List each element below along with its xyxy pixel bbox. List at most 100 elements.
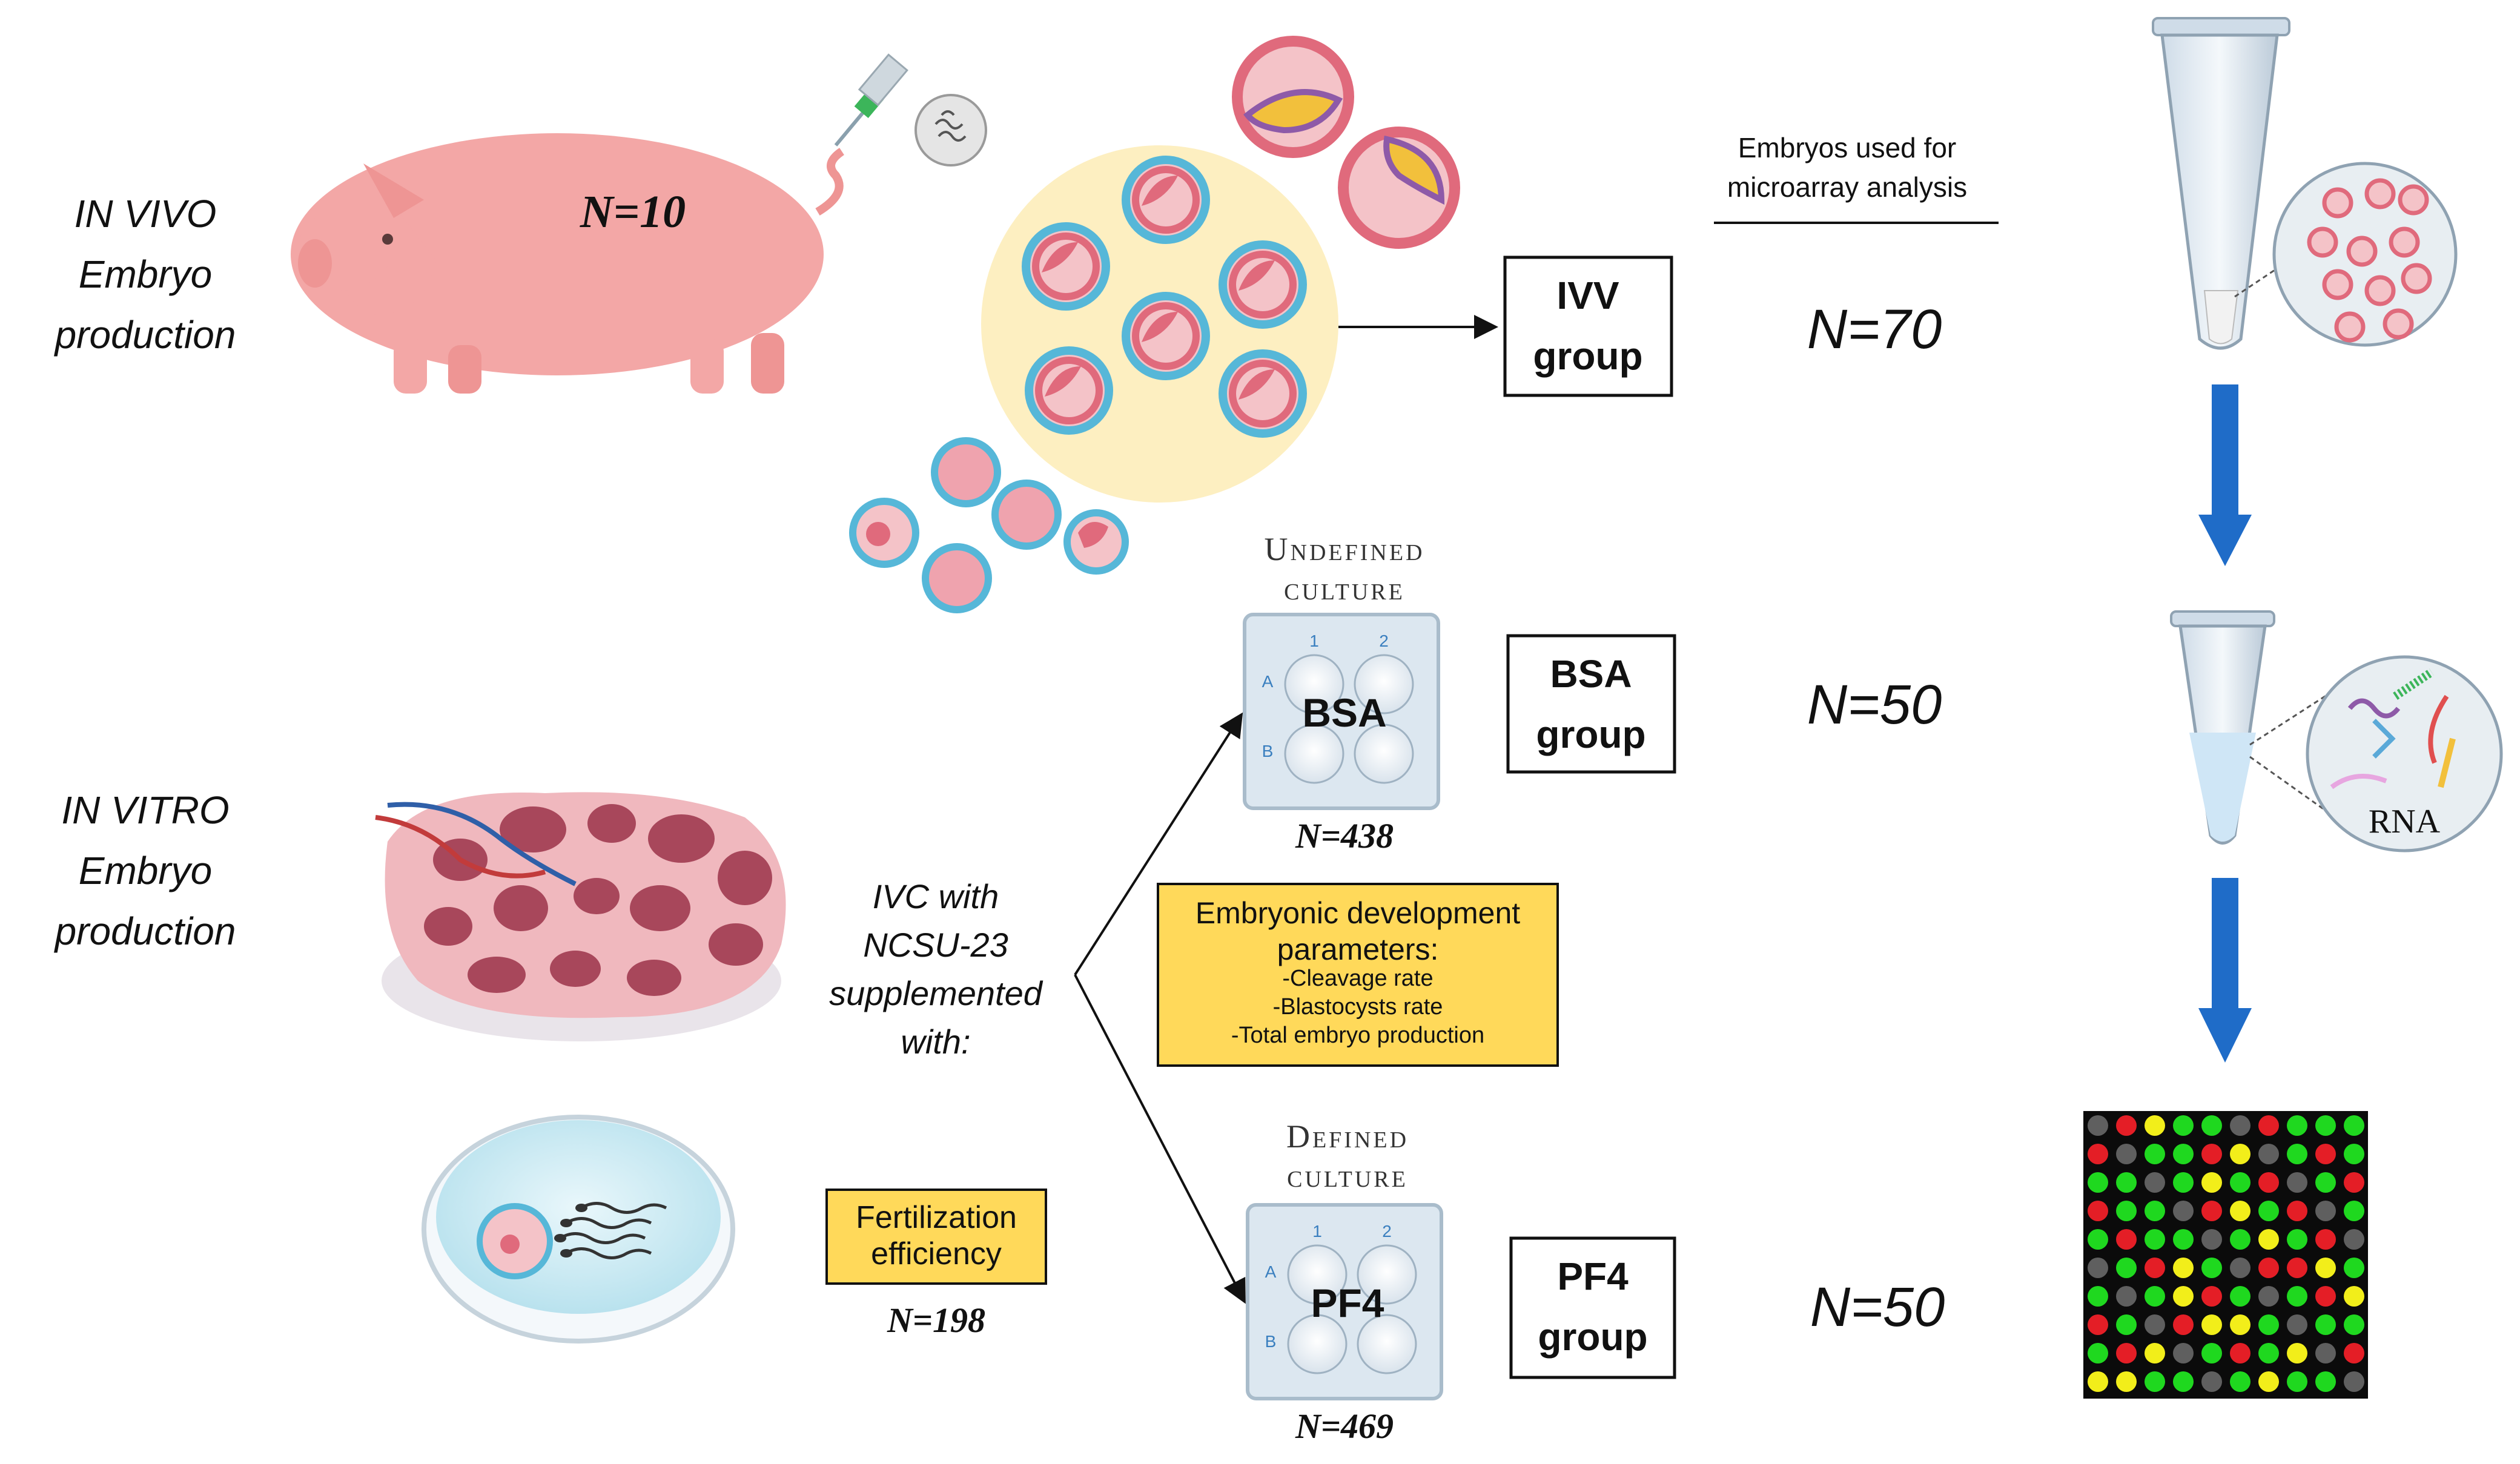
bsa-group-box: BSA group — [1506, 634, 1676, 774]
microarray-spot — [2344, 1144, 2364, 1164]
microarray-spot — [2116, 1286, 2137, 1307]
ivc-line-4: with: — [901, 1023, 970, 1061]
microarray-spot — [2315, 1144, 2336, 1164]
microarray-spot — [2344, 1172, 2364, 1193]
undefined-caption-line-1: Undefined — [1265, 531, 1425, 567]
microarray-spot — [2116, 1144, 2137, 1164]
microarray-spot — [2287, 1144, 2307, 1164]
tube-embryo-3 — [2398, 184, 2429, 216]
microarray-header: Embryos used for microarray analysis — [1714, 132, 1999, 224]
blastocyst-4 — [1122, 292, 1210, 380]
microarray-spot — [2145, 1201, 2165, 1221]
microarray-spot — [2088, 1115, 2108, 1136]
microarray-spot — [2116, 1115, 2137, 1136]
fertilization-efficiency-box: Fertilization efficiency — [825, 1189, 1047, 1285]
tube-embryo-9 — [2401, 263, 2432, 294]
flow-arrow-1 — [2198, 384, 2252, 566]
microarray-spot — [2145, 1144, 2165, 1164]
microarray-spot — [2088, 1343, 2108, 1363]
microarray-spot — [2287, 1258, 2307, 1278]
pig-illustration: N=10 — [291, 133, 845, 394]
ivv-count: N=70 — [1807, 298, 1942, 360]
pf4-group-line-1: PF4 — [1557, 1255, 1629, 1298]
tube-embryo-4 — [2307, 226, 2338, 258]
microarray-spot — [2258, 1371, 2279, 1392]
fertilization-line-1: Fertilization — [856, 1200, 1017, 1235]
development-item-cleavage: -Cleavage rate — [1282, 966, 1433, 991]
microarray-spot — [2315, 1343, 2336, 1363]
development-title-line-1: Embryonic development — [1196, 896, 1520, 930]
microarray-spot — [2315, 1258, 2336, 1278]
microarray-spot — [2344, 1371, 2364, 1392]
microarray-spot — [2088, 1371, 2108, 1392]
arrow-to-bsa-plate — [1074, 712, 1243, 976]
tube-embryo-5 — [2346, 236, 2378, 267]
pf4-group-box: PF4 group — [1509, 1236, 1676, 1379]
microarray-spot — [2344, 1201, 2364, 1221]
pig-count: N=10 — [580, 186, 686, 237]
microarray-spot — [2173, 1115, 2194, 1136]
pig-eye — [382, 234, 393, 245]
microarray-spot — [2344, 1343, 2364, 1363]
pf4-group-line-2: group — [1538, 1315, 1647, 1359]
microarray-spot — [2258, 1172, 2279, 1193]
microarray-spot — [2258, 1258, 2279, 1278]
microarray-spot — [2173, 1371, 2194, 1392]
microarray-spot — [2145, 1258, 2165, 1278]
undefined-caption-line-2: culture — [1284, 570, 1405, 607]
pig-tail — [815, 148, 845, 216]
microarray-spot — [2287, 1229, 2307, 1250]
microarray-spot — [2287, 1314, 2307, 1335]
fertilization-line-2: efficiency — [871, 1236, 1002, 1271]
microarray-spot — [2116, 1343, 2137, 1363]
microarray-spot — [2173, 1258, 2194, 1278]
early-embryo-row — [849, 437, 1129, 613]
microarray-spot — [2201, 1314, 2222, 1335]
microarray-spot — [2088, 1286, 2108, 1307]
microarray-spot — [2201, 1115, 2222, 1136]
fertilization-count: N=198 — [887, 1301, 985, 1340]
microarray-spot — [2201, 1201, 2222, 1221]
microarray-spot — [2258, 1201, 2279, 1221]
defined-caption-line-1: Defined — [1286, 1118, 1409, 1155]
microarray-spot — [2230, 1314, 2250, 1335]
microarray-spot — [2344, 1115, 2364, 1136]
microarray-spot — [2173, 1229, 2194, 1250]
microarray-spot — [2287, 1343, 2307, 1363]
blastocyst-5 — [1025, 346, 1113, 435]
microarray-spot — [2173, 1343, 2194, 1363]
in-vitro-line-3: production — [54, 909, 236, 953]
flow-arrow-2 — [2198, 878, 2252, 1063]
microarray-spot — [2145, 1343, 2165, 1363]
plate2-col-2: 2 — [1382, 1222, 1392, 1241]
tube-embryo-1 — [2322, 187, 2353, 219]
plate-col-2: 2 — [1379, 631, 1389, 650]
microarray-chip — [2083, 1111, 2368, 1399]
petri-dish-illustration — [422, 1115, 735, 1344]
microarray-spot — [2230, 1286, 2250, 1307]
microarray-spot — [2258, 1229, 2279, 1250]
plate2-col-1: 1 — [1312, 1222, 1322, 1241]
ovary-illustration — [375, 792, 786, 1041]
plate2-row-b: B — [1265, 1332, 1277, 1351]
blastocyst-6 — [1219, 349, 1307, 438]
microarray-spot — [2230, 1144, 2250, 1164]
undefined-culture-plate: Undefined culture 1 2 A B BSA N=438 — [1243, 531, 1440, 856]
microarray-header-line-2: microarray analysis — [1727, 171, 1967, 203]
microarray-spot — [2145, 1229, 2165, 1250]
ivv-group-line-1: IVV — [1556, 274, 1619, 317]
in-vitro-line-2: Embryo — [79, 849, 213, 892]
microarray-spot — [2173, 1172, 2194, 1193]
rna-tube: RNA — [2170, 610, 2503, 852]
tube-embryo-11 — [2383, 308, 2414, 340]
plate2-row-a: A — [1265, 1262, 1277, 1281]
defined-culture-plate: Defined culture 1 2 A B PF4 N=469 — [1246, 1118, 1443, 1446]
development-item-total: -Total embryo production — [1231, 1023, 1484, 1048]
microarray-spot — [2230, 1371, 2250, 1392]
development-parameters-box: Embryonic development parameters: -Cleav… — [1157, 883, 1559, 1067]
microarray-spot — [2116, 1371, 2137, 1392]
microarray-spot — [2344, 1286, 2364, 1307]
microarray-spot — [2088, 1258, 2108, 1278]
defined-caption-line-2: culture — [1287, 1158, 1408, 1194]
microarray-header-line-1: Embryos used for — [1738, 132, 1956, 163]
